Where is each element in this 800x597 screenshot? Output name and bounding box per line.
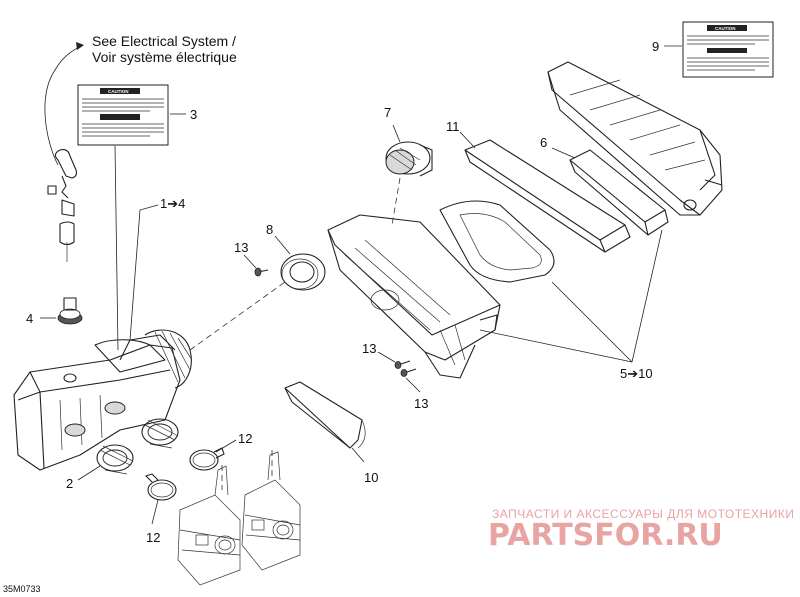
label-4: 4 — [26, 311, 33, 326]
leader-13-low — [405, 377, 421, 393]
filter-tray — [439, 200, 555, 283]
leader-7 — [392, 124, 401, 143]
label-3: 3 — [190, 107, 197, 122]
carburetor-left — [177, 465, 241, 586]
screws-13-lower — [394, 360, 417, 377]
clamp-lower — [145, 473, 177, 501]
label-7: 7 — [384, 105, 391, 120]
leader-13-top — [243, 254, 257, 269]
rubber-adaptor-lower — [96, 444, 134, 475]
leader-6 — [551, 147, 576, 159]
label-6: 6 — [540, 135, 547, 150]
label-9: 9 — [652, 39, 659, 54]
leader-8 — [274, 235, 291, 255]
electrical-leader-arrow — [44, 42, 84, 166]
label-8: 8 — [266, 222, 273, 237]
decal-caution-text: CAUTION — [108, 89, 129, 94]
decal-9-caution-text: CAUTION — [715, 26, 736, 31]
leader-1-4 — [129, 204, 159, 341]
label-1-4: 1➔4 — [160, 196, 185, 211]
leaders-5-10 — [479, 229, 663, 363]
label-11: 11 — [446, 119, 460, 134]
leader-13-mid — [377, 351, 396, 363]
label-10: 10 — [364, 470, 378, 485]
leader-12-upper — [215, 439, 237, 453]
rubber-adaptor-upper — [141, 418, 179, 449]
watermark-logo: PARTSFOR.RU — [488, 518, 723, 553]
silencer-housing — [327, 214, 501, 379]
foam-piece-10 — [284, 381, 366, 449]
assembly-axis-line — [189, 281, 286, 351]
label-13-top: 13 — [234, 240, 248, 255]
decal-caution-3: CAUTION — [77, 84, 169, 146]
leader-11 — [459, 131, 476, 149]
watermark-tagline: ЗАПЧАСТИ И АКСЕССУАРЫ ДЛЯ МОТОТЕХНИКИ — [492, 507, 794, 521]
carburetor-right — [241, 450, 301, 571]
grommet-4 — [57, 297, 83, 325]
label-2: 2 — [66, 476, 73, 491]
clamp-upper — [189, 447, 225, 471]
leader-decal-to-box — [114, 145, 119, 351]
intake-cap-7 — [385, 141, 433, 177]
label-5-10: 5➔10 — [620, 366, 653, 381]
label-13-low: 13 — [414, 396, 428, 411]
foam-strip-6 — [569, 149, 669, 236]
leader-10 — [351, 447, 365, 463]
decal-caution-9: CAUTION — [682, 21, 774, 78]
foam-filter-11 — [464, 139, 631, 253]
sensor-assembly — [47, 149, 78, 262]
leader-12-lower — [151, 499, 159, 525]
label-13-mid: 13 — [362, 341, 376, 356]
seal-ring-8 — [280, 253, 326, 291]
electrical-note-line2: Voir système électrique — [92, 49, 237, 65]
cap-axis-line — [391, 177, 401, 226]
diagram-reference-number: 35M0733 — [3, 584, 41, 594]
leader-2 — [77, 465, 101, 481]
electrical-note-line1: See Electrical System / — [92, 33, 236, 49]
silencer-cover — [547, 61, 723, 216]
label-12-lower: 12 — [146, 530, 160, 545]
label-12-upper: 12 — [238, 431, 252, 446]
screw-13-top — [254, 267, 269, 277]
air-intake-box — [13, 329, 193, 471]
